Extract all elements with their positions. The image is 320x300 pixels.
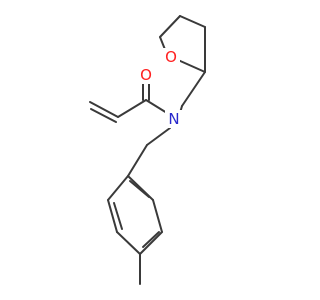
bond-benzene-5-6 (152, 199, 163, 233)
bond-benzene-aromatic-3 (129, 180, 150, 198)
bond-benzene-aromatic-1 (113, 202, 123, 230)
bond-benzene-3-4 (116, 231, 141, 255)
carbonyl-oxygen: O (137, 66, 155, 84)
amide-nitrogen-label: N (168, 110, 179, 128)
amide-nitrogen: N (165, 110, 183, 128)
bond-thf-c2-o (177, 59, 206, 73)
bond-vinyl-to-carbonyl (117, 99, 147, 118)
bond-vinyl-double-inner (90, 108, 117, 123)
bond-carbonyl-to-nitrogen (145, 99, 168, 114)
atom-labels: O N O (137, 48, 183, 128)
bond-thf-c4-c3 (179, 15, 206, 28)
bond-benzene-4-5 (139, 231, 163, 255)
ring-oxygen-label: O (165, 48, 177, 66)
carbonyl-oxygen-label: O (140, 66, 152, 84)
bonds (89, 15, 206, 285)
bond-vinyl-double (89, 101, 119, 118)
bond-benzene-aromatic-2 (142, 231, 160, 248)
ring-oxygen: O (162, 48, 180, 66)
bond-nitrogen-to-ethyl (146, 127, 171, 146)
bond-benzene-2-3 (107, 199, 118, 233)
bond-thf-c5-c4 (159, 15, 181, 38)
bond-benzene-1-2 (107, 175, 129, 201)
molecule-structure-diagram: O N O (89, 15, 206, 285)
bond-ethyl-c-c (127, 144, 148, 177)
bond-methylene-to-thf (181, 71, 206, 107)
